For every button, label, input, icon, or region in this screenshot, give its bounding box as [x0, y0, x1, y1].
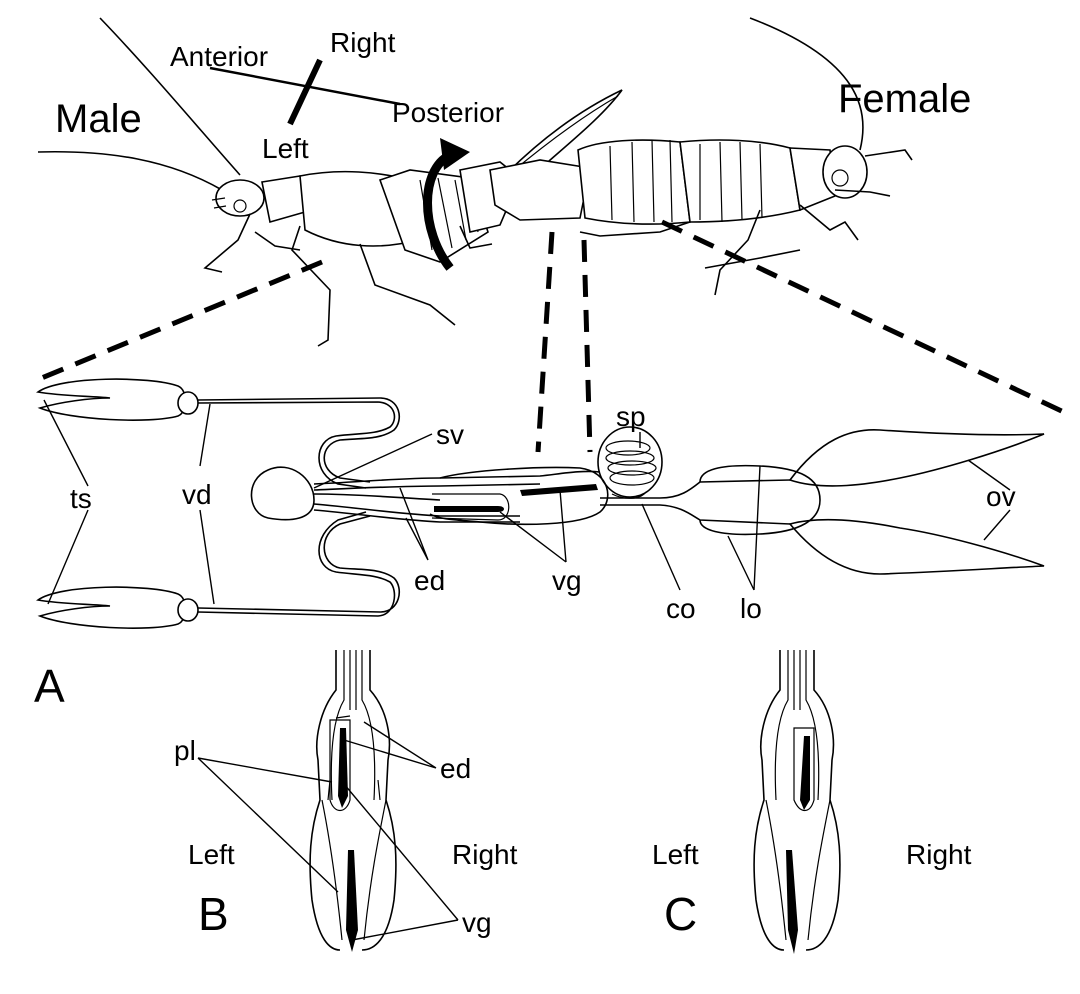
pointer-ed	[399, 487, 429, 561]
label-co: co	[666, 593, 696, 624]
female-antenna	[749, 17, 864, 151]
label-ed: ed	[414, 565, 445, 596]
pointer-co	[641, 503, 681, 591]
virga-left	[434, 506, 504, 512]
male-antenna-upper	[99, 17, 241, 176]
ovary-upper	[788, 429, 1045, 487]
label-ts: ts	[70, 483, 92, 514]
pointer-b-pl	[197, 757, 339, 893]
panel-letter-a: A	[34, 660, 65, 712]
virga-b-lower	[346, 850, 358, 952]
label-b-ed: ed	[440, 753, 471, 784]
pointer-lo	[727, 465, 761, 591]
panel-b-male-genitalia: ed pl vg Left Right B	[174, 650, 518, 952]
zoom-guide-lines	[31, 219, 1072, 453]
label-right-top: Right	[330, 27, 396, 58]
pointer-ov	[967, 459, 1011, 541]
orientation-compass: Anterior Right Posterior Left	[170, 27, 504, 164]
label-vg: vg	[552, 565, 582, 596]
label-c-right: Right	[906, 839, 972, 870]
common-oviduct	[600, 479, 791, 499]
insect-pair-illustration	[37, 17, 913, 347]
female-insect	[489, 17, 913, 296]
panel-a-reproductive-tracts: ts vd sv ed vg sp co lo ov A	[34, 378, 1045, 712]
label-c-left: Left	[652, 839, 699, 870]
panel-letter-b: B	[198, 888, 229, 940]
virga-c-lower	[786, 850, 798, 954]
label-sp: sp	[616, 401, 646, 432]
vas-deferens-upper	[197, 397, 401, 483]
pointer-sv	[313, 433, 433, 489]
label-female: Female	[838, 77, 971, 121]
label-b-left: Left	[188, 839, 235, 870]
label-b-pl: pl	[174, 735, 196, 766]
label-b-right: Right	[452, 839, 518, 870]
label-sv: sv	[436, 419, 464, 450]
ovary-lower	[788, 518, 1045, 575]
panel-c-male-genitalia: Left Right C	[652, 650, 972, 954]
pointer-vg	[499, 489, 567, 563]
label-ov: ov	[986, 481, 1016, 512]
pointer-ts	[43, 399, 89, 605]
pointer-vd	[199, 403, 215, 605]
male-insect	[203, 161, 521, 347]
label-lo: lo	[740, 593, 762, 624]
label-posterior: Posterior	[392, 97, 504, 128]
virga-c-upper	[800, 736, 810, 810]
label-anterior: Anterior	[170, 41, 268, 72]
ejaculatory-duct-upper	[313, 470, 601, 485]
rotation-arrowhead	[440, 138, 470, 170]
virga-right	[520, 484, 598, 496]
seminal-vesicle	[250, 466, 315, 521]
rotation-arrow	[423, 150, 454, 271]
spermatheca	[597, 426, 663, 499]
label-left-top: Left	[262, 133, 309, 164]
label-b-vg: vg	[462, 907, 492, 938]
testis-lower	[36, 586, 187, 629]
male-antenna-lower	[37, 150, 223, 191]
pointer-b-vg	[343, 783, 459, 941]
virga-b-upper	[338, 728, 348, 808]
vas-deferens-lower	[197, 515, 401, 613]
testis-upper	[36, 378, 187, 421]
label-vd: vd	[182, 479, 212, 510]
pointer-b-ed	[343, 721, 437, 769]
panel-letter-c: C	[664, 888, 697, 940]
lateral-oviducts	[699, 464, 821, 536]
label-male: Male	[55, 97, 142, 141]
